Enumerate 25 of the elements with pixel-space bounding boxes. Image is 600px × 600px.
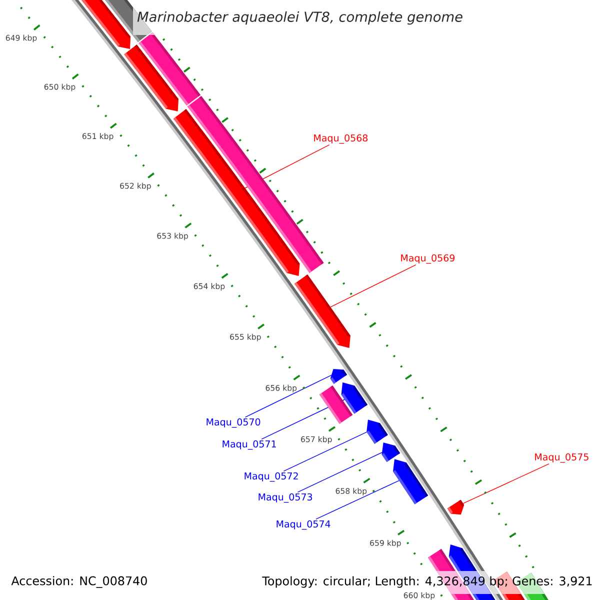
pointed-gene-bar xyxy=(366,420,388,444)
pointed-gene-bar xyxy=(124,44,178,112)
gene-label: Maqu_0569 xyxy=(401,254,455,264)
leader-line xyxy=(244,374,332,418)
pointed-gene-bar xyxy=(447,500,464,515)
leader-line xyxy=(283,432,368,472)
leader-line xyxy=(330,264,416,308)
gene-bar xyxy=(319,385,353,424)
pointed-gene-bar xyxy=(382,442,400,462)
gene-label: Maqu_0572 xyxy=(244,472,298,482)
leader-line xyxy=(462,463,550,504)
pointed-gene-bar xyxy=(393,459,428,504)
pointed-gene-bar xyxy=(330,368,348,384)
gene-label: Maqu_0568 xyxy=(314,134,368,144)
gene-label: Maqu_0570 xyxy=(206,418,260,428)
footer-text: Accession: NC_008740 xyxy=(11,576,147,588)
pointed-gene-bar xyxy=(294,274,350,348)
gene-label: Maqu_0571 xyxy=(222,440,276,450)
leader-line xyxy=(297,452,382,493)
gene-label: Maqu_0575 xyxy=(535,453,588,463)
leader-line xyxy=(316,480,400,520)
footer-text: Topology: circular; Length: 4,326,849 bp; Genes: 3,921 xyxy=(262,576,592,588)
title: Marinobacter aquaeolei VT8, complete genome xyxy=(137,11,462,25)
gene-label: Maqu_0574 xyxy=(276,520,330,530)
gene-label: Maqu_0573 xyxy=(258,493,312,503)
